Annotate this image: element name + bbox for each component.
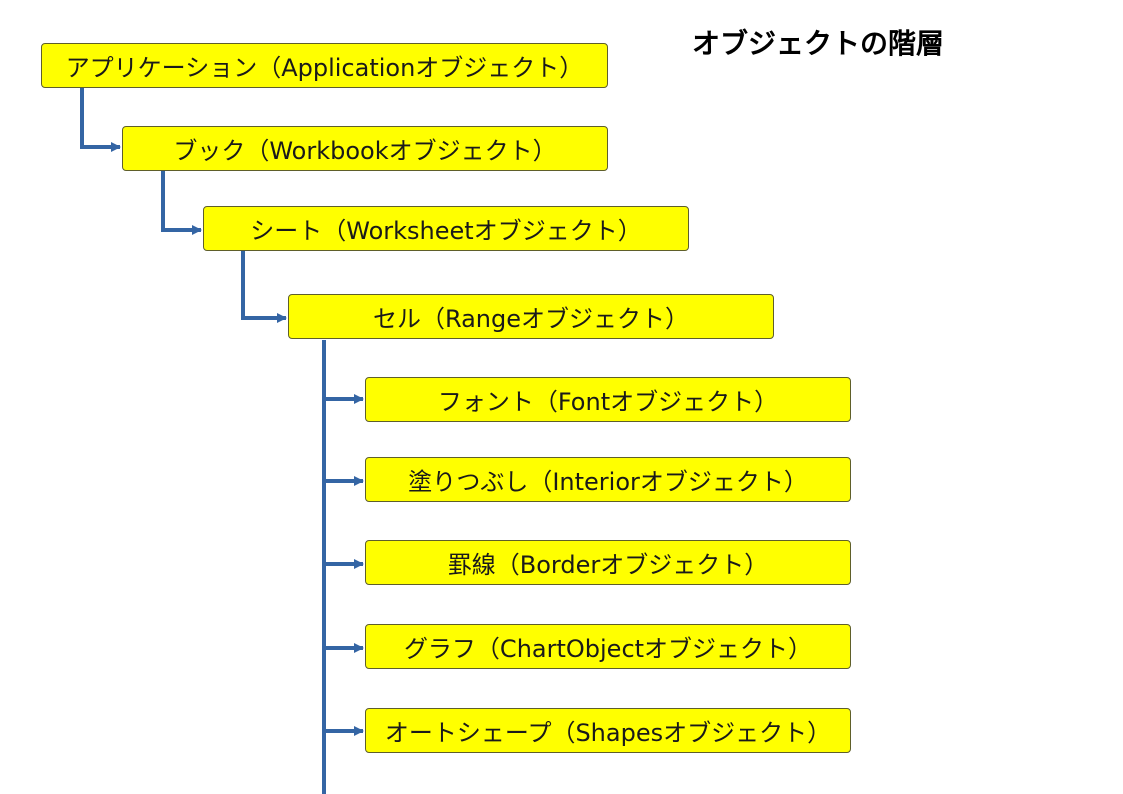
node-range: セル（Rangeオブジェクト） <box>288 294 774 339</box>
node-interior: 塗りつぶし（Interiorオブジェクト） <box>365 457 851 502</box>
node-shapes: オートシェープ（Shapesオブジェクト） <box>365 708 851 753</box>
node-worksheet: シート（Worksheetオブジェクト） <box>203 206 689 251</box>
connector-workbook-worksheet <box>161 171 202 235</box>
node-chartobject: グラフ（ChartObjectオブジェクト） <box>365 624 851 669</box>
node-application: アプリケーション（Applicationオブジェクト） <box>41 43 608 88</box>
connector-application-workbook <box>80 88 121 152</box>
node-font: フォント（Fontオブジェクト） <box>365 377 851 422</box>
node-workbook: ブック（Workbookオブジェクト） <box>122 126 608 171</box>
node-border: 罫線（Borderオブジェクト） <box>365 540 851 585</box>
diagram-title: オブジェクトの階層 <box>692 27 945 60</box>
connector-worksheet-range <box>241 251 287 323</box>
